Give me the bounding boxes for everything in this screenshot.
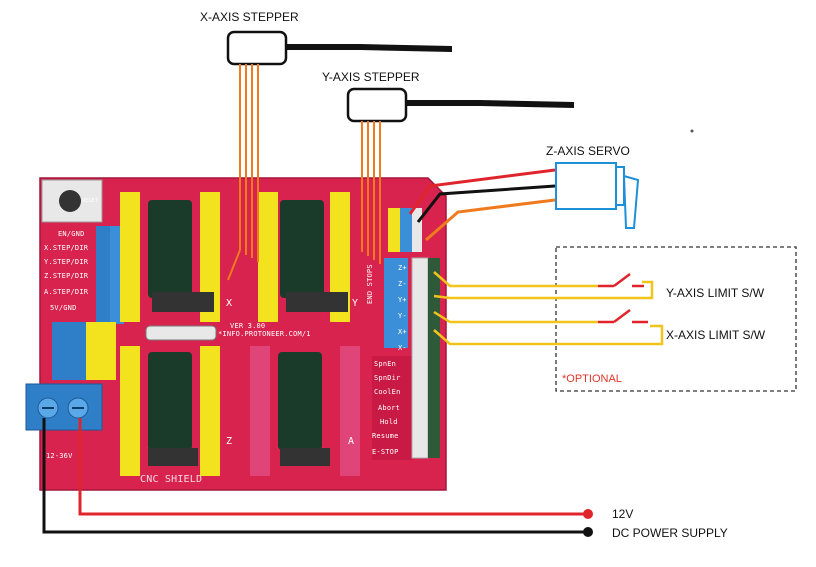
pin-label-5v-gnd: 5V/GND (50, 304, 77, 312)
pin-label-spndir: SpnDir (374, 374, 401, 382)
driver-z (120, 346, 220, 476)
x-limit-wires (433, 310, 664, 346)
driver-x (120, 192, 220, 322)
x-stepper-motor (226, 30, 452, 66)
12v-label: 12V (612, 507, 634, 521)
pin-label-xplus: X+ (398, 328, 407, 336)
x-stepper-wires (227, 64, 259, 281)
pin-label-estop: E-STOP (372, 448, 399, 456)
y-limit-wires (433, 271, 654, 300)
y-limit-switch (598, 273, 644, 288)
pin-label-zminus: Z- (398, 280, 407, 288)
voltage-label: 12-36V (46, 452, 73, 460)
pin-label-a-step: A.STEP/DIR (44, 288, 89, 296)
z-servo-label: Z-AXIS SERVO (546, 144, 630, 158)
y-limit-label: Y-AXIS LIMIT S/W (666, 286, 765, 300)
gnd-terminal (583, 527, 593, 537)
control-pins (372, 356, 412, 460)
z-servo (555, 162, 640, 229)
12v-terminal (583, 509, 593, 519)
speck (690, 129, 694, 133)
driver-letter-a: A (348, 436, 355, 447)
servo-wires (408, 168, 556, 242)
pin-label-spnen: SpnEn (374, 360, 397, 368)
y-stepper-motor (346, 87, 574, 123)
driver-letter-x: X (226, 298, 233, 309)
pin-label-en-gnd: EN/GND (58, 230, 85, 238)
x-limit-switch (598, 309, 648, 324)
power-terminal-block (25, 383, 103, 431)
driver-a (250, 346, 360, 476)
pin-label-coolen: CoolEn (374, 388, 401, 396)
pin-label-zplus: Z+ (398, 264, 407, 272)
optional-limit-box (555, 246, 797, 392)
crystal (145, 325, 217, 341)
x-stepper-label: X-AXIS STEPPER (200, 10, 299, 24)
x-limit-label: X-AXIS LIMIT S/W (666, 328, 766, 342)
optional-label: *OPTIONAL (562, 373, 622, 385)
servo-header (388, 208, 422, 252)
dc-power-supply-label: DC POWER SUPPLY (612, 526, 728, 540)
pin-label-y-step: Y.STEP/DIR (44, 258, 89, 266)
power-wires (42, 418, 586, 534)
driver-letter-y: Y (352, 298, 359, 309)
end-stops-label: END STOPS (366, 264, 374, 304)
board-version: VER 3.00 (230, 322, 266, 330)
pin-label-yplus: Y+ (398, 296, 407, 304)
driver-letter-z: Z (226, 436, 233, 447)
reset-label: RESET (82, 198, 99, 204)
pin-label-abort: Abort (378, 404, 401, 412)
pin-label-hold: Hold (380, 418, 398, 426)
y-stepper-wires (361, 121, 381, 264)
pin-label-x-step: X.STEP/DIR (44, 244, 89, 252)
board-name: CNC SHIELD (140, 474, 203, 485)
pin-label-z-step: Z.STEP/DIR (44, 272, 89, 280)
pin-label-xminus: X- (398, 344, 407, 352)
board-url: *INFO.PROTONEER.COM/1 (218, 330, 311, 338)
endstop-headers (384, 257, 440, 459)
pin-label-yminus: Y- (398, 312, 407, 320)
driver-y (258, 192, 350, 322)
pin-label-resume: Resume (372, 432, 399, 440)
y-stepper-label: Y-AXIS STEPPER (322, 70, 420, 84)
